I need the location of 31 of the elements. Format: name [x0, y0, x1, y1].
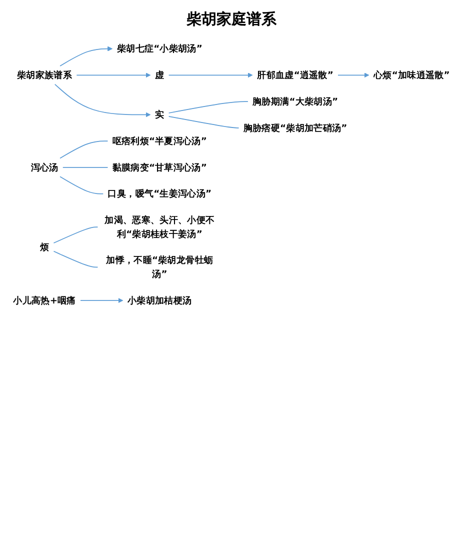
node-text: 泻心汤	[30, 162, 58, 173]
connector	[62, 167, 108, 168]
connector	[60, 176, 104, 194]
node-text: 肝郁血虚“逍遥散”	[257, 69, 334, 80]
diagram-title: 柴胡家庭谱系	[186, 10, 276, 29]
connector	[53, 250, 98, 268]
node-text: 加悸，不睡“柴胡龙骨牡蛎汤”	[106, 254, 214, 280]
node-text: 黏膜病变“甘草泻心汤”	[112, 162, 207, 173]
node-text: 虚	[155, 69, 164, 80]
connector	[168, 101, 248, 114]
node-text: 小柴胡加桔梗汤	[128, 294, 192, 306]
node-text: 小儿高热+咽痛	[13, 294, 76, 306]
connector	[53, 226, 98, 244]
node-text: 口臭，嗳气“生姜泻心汤”	[108, 188, 212, 199]
arrow	[80, 298, 124, 303]
connector	[168, 116, 240, 128]
node-text: 胸胁痞硬“柴胡加芒硝汤”	[243, 122, 348, 134]
node-text: 烦	[40, 241, 50, 252]
connector	[60, 140, 108, 159]
node-text: 心烦“加味逍遥散”	[374, 69, 450, 80]
arrow	[76, 72, 151, 78]
node-text: 实	[155, 108, 164, 120]
node-text: 柴胡七症“小柴胡汤”	[116, 43, 202, 54]
arrow	[54, 84, 151, 118]
node-text: 呕痞利烦“半夏泻心汤”	[112, 135, 207, 146]
arrow	[168, 72, 253, 78]
node-text: 胸胁期满“大柴胡汤”	[252, 96, 338, 107]
node-text: 柴胡家族谱系	[17, 69, 72, 80]
node-text: 加渴、恶寒、头汗、小便不利“柴胡桂枝干姜汤”	[104, 214, 215, 240]
arrow	[60, 46, 113, 66]
arrow	[338, 72, 370, 78]
